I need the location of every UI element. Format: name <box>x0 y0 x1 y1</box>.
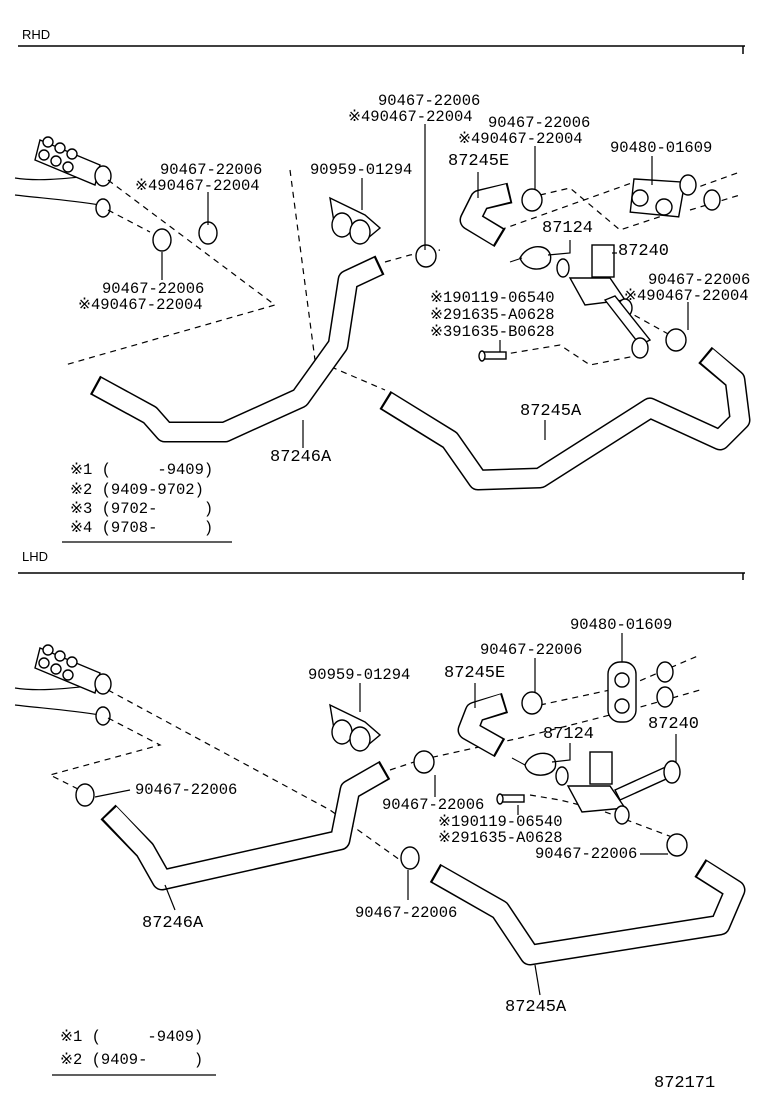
lhd-clamp-bottom-label: 90467-22006 <box>355 904 458 922</box>
lhd-hose-246a-label: 87246A <box>142 914 204 933</box>
rhd-hose-87246a <box>89 255 385 443</box>
lhd-clamps <box>75 691 688 870</box>
lhd-clip-90959 <box>329 703 382 752</box>
rhd-legend-item: ※1 ( -9409) <box>70 461 214 479</box>
rhd-hose-87245a <box>379 346 751 491</box>
rhd-grommet <box>629 174 721 218</box>
rhd-valve-label: 87240 <box>618 242 670 261</box>
lhd-hose-e-label: 87245E <box>444 664 506 683</box>
lhd-bolt <box>496 793 525 805</box>
rhd-bolt-1-label: ※190119-06540 <box>430 289 555 307</box>
rhd-clamp-top-b-label: 90467-22006 <box>488 114 591 132</box>
rhd-clamp-top-a-label: 90467-22006 <box>378 92 481 110</box>
lhd-grommet <box>607 661 674 723</box>
figure-number: 872171 <box>654 1074 716 1093</box>
rhd-hose-e-label: 87245E <box>448 152 510 171</box>
rhd-legend-item: ※3 (9702- ) <box>70 500 214 518</box>
rhd-clamp-top-a-alt-label: ※490467-22004 <box>348 108 473 126</box>
rhd-legend-item: ※4 (9708- ) <box>70 519 214 537</box>
rhd-heater-core-pipes <box>14 136 112 218</box>
rhd-clamp-left-lower-label: 90467-22006 <box>102 280 205 298</box>
rhd-section-title: RHD <box>22 27 51 42</box>
rhd-hose-a-label: 87245A <box>520 402 582 421</box>
rhd-bracket-label: 87124 <box>542 219 594 238</box>
lhd-hose-a-label: 87245A <box>505 998 567 1017</box>
rhd-clamp-right-label: 90467-22006 <box>648 271 751 289</box>
rhd-clip-label: 90959-01294 <box>310 161 413 179</box>
lhd-bracket-87124 <box>511 752 557 776</box>
rhd-clamp-left-upper-label: 90467-22006 <box>160 161 263 179</box>
lhd-clamp-mid-label: 90467-22006 <box>382 796 485 814</box>
lhd-hose-87245a <box>429 859 746 966</box>
rhd-clamp-top-b-alt-label: ※490467-22004 <box>458 130 583 148</box>
lhd-dashed-guides <box>48 654 701 861</box>
lhd-clip-label: 90959-01294 <box>308 666 411 684</box>
lhd-hose-87246a <box>100 760 391 891</box>
rhd-hose-246a-label: 87246A <box>270 448 332 467</box>
lhd-bolt-2-label: ※291635-A0628 <box>438 829 563 847</box>
lhd-valve-87240 <box>555 751 681 825</box>
rhd-bracket-87124 <box>509 246 552 270</box>
lhd-grommet-label: 90480-01609 <box>570 616 673 634</box>
rhd-valve-87240 <box>556 244 652 359</box>
rhd-legend-item: ※2 (9409-9702) <box>70 481 204 499</box>
rhd-bolt-2-label: ※291635-A0628 <box>430 306 555 324</box>
lhd-valve-label: 87240 <box>648 715 700 734</box>
lhd-bolt-1-label: ※190119-06540 <box>438 813 563 831</box>
rhd-clamp-right-alt-label: ※490467-22004 <box>624 287 749 305</box>
lhd-leader-lines <box>94 633 677 996</box>
lhd-section-title: LHD <box>22 549 49 564</box>
lhd-bracket-label: 87124 <box>543 725 595 744</box>
rhd-clamp-left-upper-alt-label: ※490467-22004 <box>135 177 260 195</box>
rhd-leader-lines <box>161 124 689 448</box>
lhd-legend-item: ※2 (9409- ) <box>60 1051 204 1069</box>
rhd-dashed-guides <box>64 169 741 391</box>
rhd-bolt <box>478 350 507 362</box>
rhd-clamps <box>152 188 687 352</box>
lhd-hose-87245e <box>457 692 509 758</box>
rhd-clip-90959 <box>329 196 382 245</box>
rhd-hose-87245e <box>459 182 513 248</box>
lhd-legend-item: ※1 ( -9409) <box>60 1028 204 1046</box>
rhd-grommet-label: 90480-01609 <box>610 139 713 157</box>
lhd-clamp-right-label: 90467-22006 <box>535 845 638 863</box>
rhd-bolt-3-label: ※391635-B0628 <box>430 323 555 341</box>
lhd-heater-core-pipes <box>14 644 112 726</box>
lhd-clamp-left-label: 90467-22006 <box>135 781 238 799</box>
lhd-clamp-top-label: 90467-22006 <box>480 641 583 659</box>
rhd-clamp-left-lower-alt-label: ※490467-22004 <box>78 296 203 314</box>
